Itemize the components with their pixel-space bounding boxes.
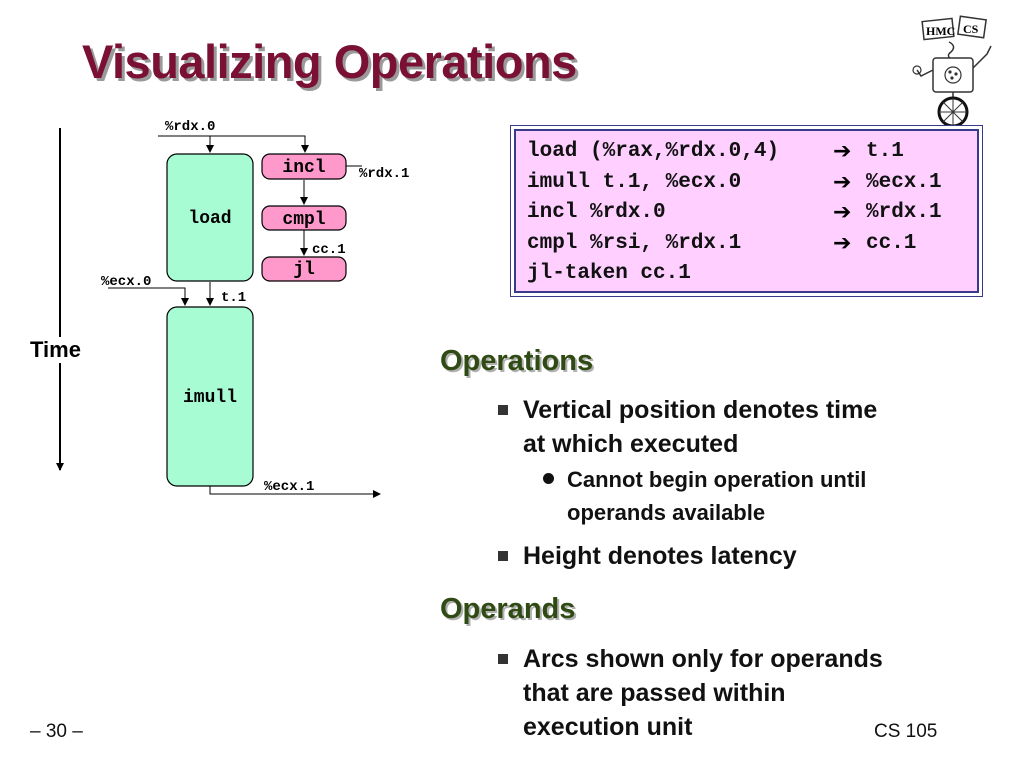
- code-dest-1: t.1: [866, 140, 904, 163]
- code-line-3: incl %rdx.0: [527, 201, 666, 224]
- cmpl-unit-label: cmpl: [282, 210, 325, 230]
- code-dest-2: %ecx.1: [866, 171, 942, 194]
- code-dest-3: %rdx.1: [866, 201, 942, 224]
- code-line-5: jl-taken cc.1: [527, 262, 691, 285]
- bullet-square-icon: [498, 405, 508, 415]
- code-line-2: imull t.1, %ecx.0: [527, 171, 742, 194]
- load-unit-label: load: [188, 209, 231, 229]
- operations-heading: Operations: [440, 345, 594, 377]
- code-dest-4: cc.1: [866, 232, 917, 255]
- cmpl-unit: [261, 205, 347, 231]
- jl-unit-label: jl: [293, 260, 315, 280]
- operations-bullet-1-line-2: at which executed: [523, 430, 739, 458]
- operations-bullet-1-line-1: Vertical position denotes time: [523, 396, 878, 424]
- t1-label: t.1: [221, 290, 246, 306]
- rdx0-to-incl-arc: [158, 135, 309, 153]
- operands-bullet-1: Arcs shown only for operands that are pa…: [523, 642, 883, 744]
- incl-unit-label: incl: [282, 158, 325, 178]
- ecx0-to-imull-arc: [108, 287, 189, 306]
- logo-text-cs: CS: [963, 22, 979, 36]
- ecx0-label: %ecx.0: [101, 274, 151, 290]
- code-box-inner: load (%rax,%rdx.0,4) ➔ t.1 imull t.1, %e…: [514, 129, 979, 293]
- code-arrow-3-icon: ➔: [833, 200, 852, 225]
- ecx1-label: %ecx.1: [264, 479, 314, 495]
- rdx1-label: %rdx.1: [359, 166, 409, 182]
- operands-heading: Operands: [440, 593, 576, 625]
- code-arrow-1-icon: ➔: [833, 139, 852, 164]
- logo-text-hmc: HMC: [926, 24, 955, 38]
- code-arrow-2-icon: ➔: [833, 170, 852, 195]
- code-line-1: load (%rax,%rdx.0,4): [527, 140, 780, 163]
- load-unit: [166, 153, 254, 282]
- jl-unit: [261, 256, 347, 282]
- slide-title: Visualizing Operations: [82, 35, 577, 88]
- operations-sub-bullet-1-line-1: Cannot begin operation until: [567, 467, 867, 492]
- course-label: CS 105: [874, 721, 938, 742]
- imull-unit: [166, 306, 254, 487]
- imull-unit-label: imull: [183, 388, 237, 408]
- imull-output-arc: [209, 486, 381, 498]
- operations-sub-bullet-1-line-2: operands available: [567, 500, 766, 525]
- time-axis-label: Time: [30, 337, 81, 363]
- operations-bullet-2: Height denotes latency: [523, 542, 797, 570]
- operations-bullet-1: Vertical position denotes time at which …: [523, 393, 877, 461]
- operations-sub-bullet-1: Cannot begin operation until operands av…: [567, 463, 866, 529]
- cc1-label: cc.1: [312, 242, 346, 258]
- code-box: load (%rax,%rdx.0,4) ➔ t.1 imull t.1, %e…: [510, 125, 983, 297]
- bullet-dot-icon: [543, 473, 554, 484]
- bullet-square-icon: [498, 654, 508, 664]
- operands-bullet-1-line-2: that are passed within: [523, 679, 786, 707]
- page-number: – 30 –: [30, 721, 83, 742]
- hmc-cs-robot-logo-icon: HMC CS: [912, 15, 992, 128]
- bullet-square-icon: [498, 551, 508, 561]
- rdx0-label: %rdx.0: [165, 119, 215, 135]
- incl-unit: [261, 153, 347, 180]
- operands-bullet-1-line-3: execution unit: [523, 713, 693, 741]
- code-line-4: cmpl %rsi, %rdx.1: [527, 232, 742, 255]
- operands-bullet-1-line-1: Arcs shown only for operands: [523, 645, 883, 673]
- code-arrow-4-icon: ➔: [833, 231, 852, 256]
